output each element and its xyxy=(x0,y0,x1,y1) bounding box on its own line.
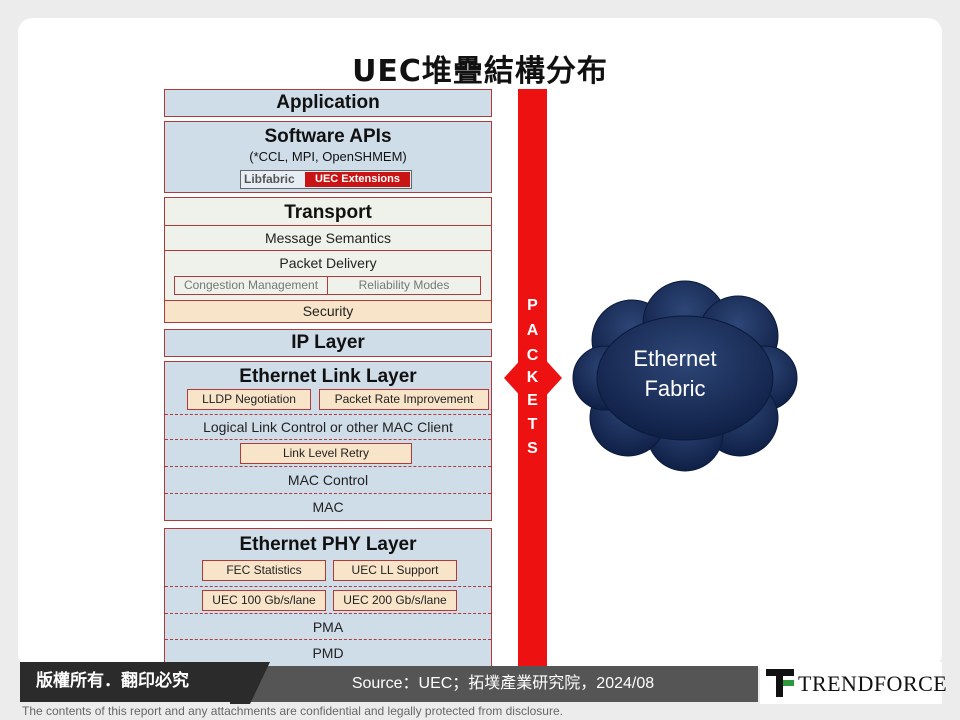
uec-200-lane-box: UEC 200 Gb/s/lane xyxy=(333,590,457,611)
libfabric-label: Libfabric xyxy=(244,172,295,186)
mac-row: MAC xyxy=(165,493,491,520)
pmd-label: PMD xyxy=(312,645,344,661)
security-row: Security xyxy=(165,300,491,322)
packets-letter-1: A xyxy=(526,322,539,339)
trendforce-logo: TRENDFORCE xyxy=(760,662,947,704)
link-level-retry-box: Link Level Retry xyxy=(240,443,412,464)
source-bar: Source：UEC；拓墣產業研究院，2024/08 xyxy=(248,666,758,702)
copyright-label: 版權所有．翻印必究 xyxy=(36,671,189,691)
copyright-bar: 版權所有．翻印必究 xyxy=(20,662,250,702)
uec-100-lane-label: UEC 100 Gb/s/lane xyxy=(212,593,316,607)
llc-label: Logical Link Control or other MAC Client xyxy=(203,419,453,435)
bidirectional-arrow xyxy=(504,356,562,400)
application-label: Application xyxy=(276,92,380,113)
trendforce-logo-mark xyxy=(766,669,794,697)
uec-200-lane-label: UEC 200 Gb/s/lane xyxy=(343,593,447,607)
ip-layer: IP Layer xyxy=(164,329,492,357)
transport-layer: Transport Message Semantics Packet Deliv… xyxy=(164,197,492,323)
packet-delivery-row: Packet Delivery Congestion Management Re… xyxy=(165,250,491,300)
uec-extensions-label: UEC Extensions xyxy=(305,172,410,187)
pma-label: PMA xyxy=(312,619,344,635)
fec-statistics-box: FEC Statistics xyxy=(202,560,326,581)
fec-statistics-label: FEC Statistics xyxy=(226,563,302,577)
message-semantics-row: Message Semantics xyxy=(165,225,491,250)
mac-label: MAC xyxy=(312,499,344,515)
transport-header: Transport xyxy=(284,202,372,223)
congestion-management-label: Congestion Management xyxy=(183,278,319,292)
lldp-negotiation-box: LLDP Negotiation xyxy=(187,389,311,410)
reliability-modes-box: Reliability Modes xyxy=(327,276,481,295)
ethernet-link-layer: Ethernet Link Layer LLDP Negotiation Pac… xyxy=(164,361,492,521)
ip-layer-label: IP Layer xyxy=(291,332,365,353)
ethernet-phy-layer: Ethernet PHY Layer FEC Statistics UEC LL… xyxy=(164,528,492,667)
packet-rate-improvement-label: Packet Rate Improvement xyxy=(334,392,474,406)
llc-row: Logical Link Control or other MAC Client xyxy=(165,414,491,439)
trendforce-wordmark: TRENDFORCE xyxy=(798,671,948,696)
message-semantics-label: Message Semantics xyxy=(264,230,392,246)
packets-letter-5: T xyxy=(527,416,538,433)
uec-ll-support-label: UEC LL Support xyxy=(351,563,439,577)
uec-100-lane-box: UEC 100 Gb/s/lane xyxy=(202,590,326,611)
slide-title: UEC堆疊結構分布 xyxy=(352,54,608,89)
link-level-retry-row: Link Level Retry xyxy=(165,439,491,466)
disclaimer: The contents of this report and any atta… xyxy=(22,704,563,718)
packet-rate-improvement-box: Packet Rate Improvement xyxy=(319,389,489,410)
pma-row: PMA xyxy=(165,613,491,639)
ethernet-link-header: Ethernet Link Layer xyxy=(239,366,417,387)
software-apis-sub: (*CCL, MPI, OpenSHMEM) xyxy=(249,149,407,164)
pmd-row: PMD xyxy=(165,639,491,666)
packet-delivery-label: Packet Delivery xyxy=(279,255,377,271)
software-apis-header: Software APIs xyxy=(264,126,392,147)
lane-speed-row: UEC 100 Gb/s/lane UEC 200 Gb/s/lane xyxy=(165,586,491,613)
cloud-line-2: Fabric xyxy=(644,376,705,401)
congestion-management-box: Congestion Management xyxy=(174,276,328,295)
packets-letter-2: C xyxy=(526,347,539,364)
packets-letter-6: S xyxy=(527,440,538,457)
link-level-retry-label: Link Level Retry xyxy=(282,446,370,460)
lldp-negotiation-label: LLDP Negotiation xyxy=(202,392,296,406)
mac-control-label: MAC Control xyxy=(287,472,369,488)
cloud-line-1: Ethernet xyxy=(633,346,716,371)
packets-letter-3: K xyxy=(526,369,539,386)
ethernet-phy-header: Ethernet PHY Layer xyxy=(239,534,417,555)
application-layer: Application xyxy=(164,89,492,117)
reliability-modes-label: Reliability Modes xyxy=(358,278,450,292)
ethernet-fabric-cloud: Ethernet Fabric xyxy=(572,280,798,472)
packets-letter-4: E xyxy=(527,392,538,409)
security-label: Security xyxy=(302,303,354,319)
uec-ll-support-box: UEC LL Support xyxy=(333,560,457,581)
source-label: Source：UEC；拓墣產業研究院，2024/08 xyxy=(351,675,655,692)
libfabric-box: Libfabric UEC Extensions xyxy=(240,170,412,189)
packets-letter-0: P xyxy=(527,297,538,314)
mac-control-row: MAC Control xyxy=(165,466,491,493)
software-apis-layer: Software APIs (*CCL, MPI, OpenSHMEM) Lib… xyxy=(164,121,492,193)
